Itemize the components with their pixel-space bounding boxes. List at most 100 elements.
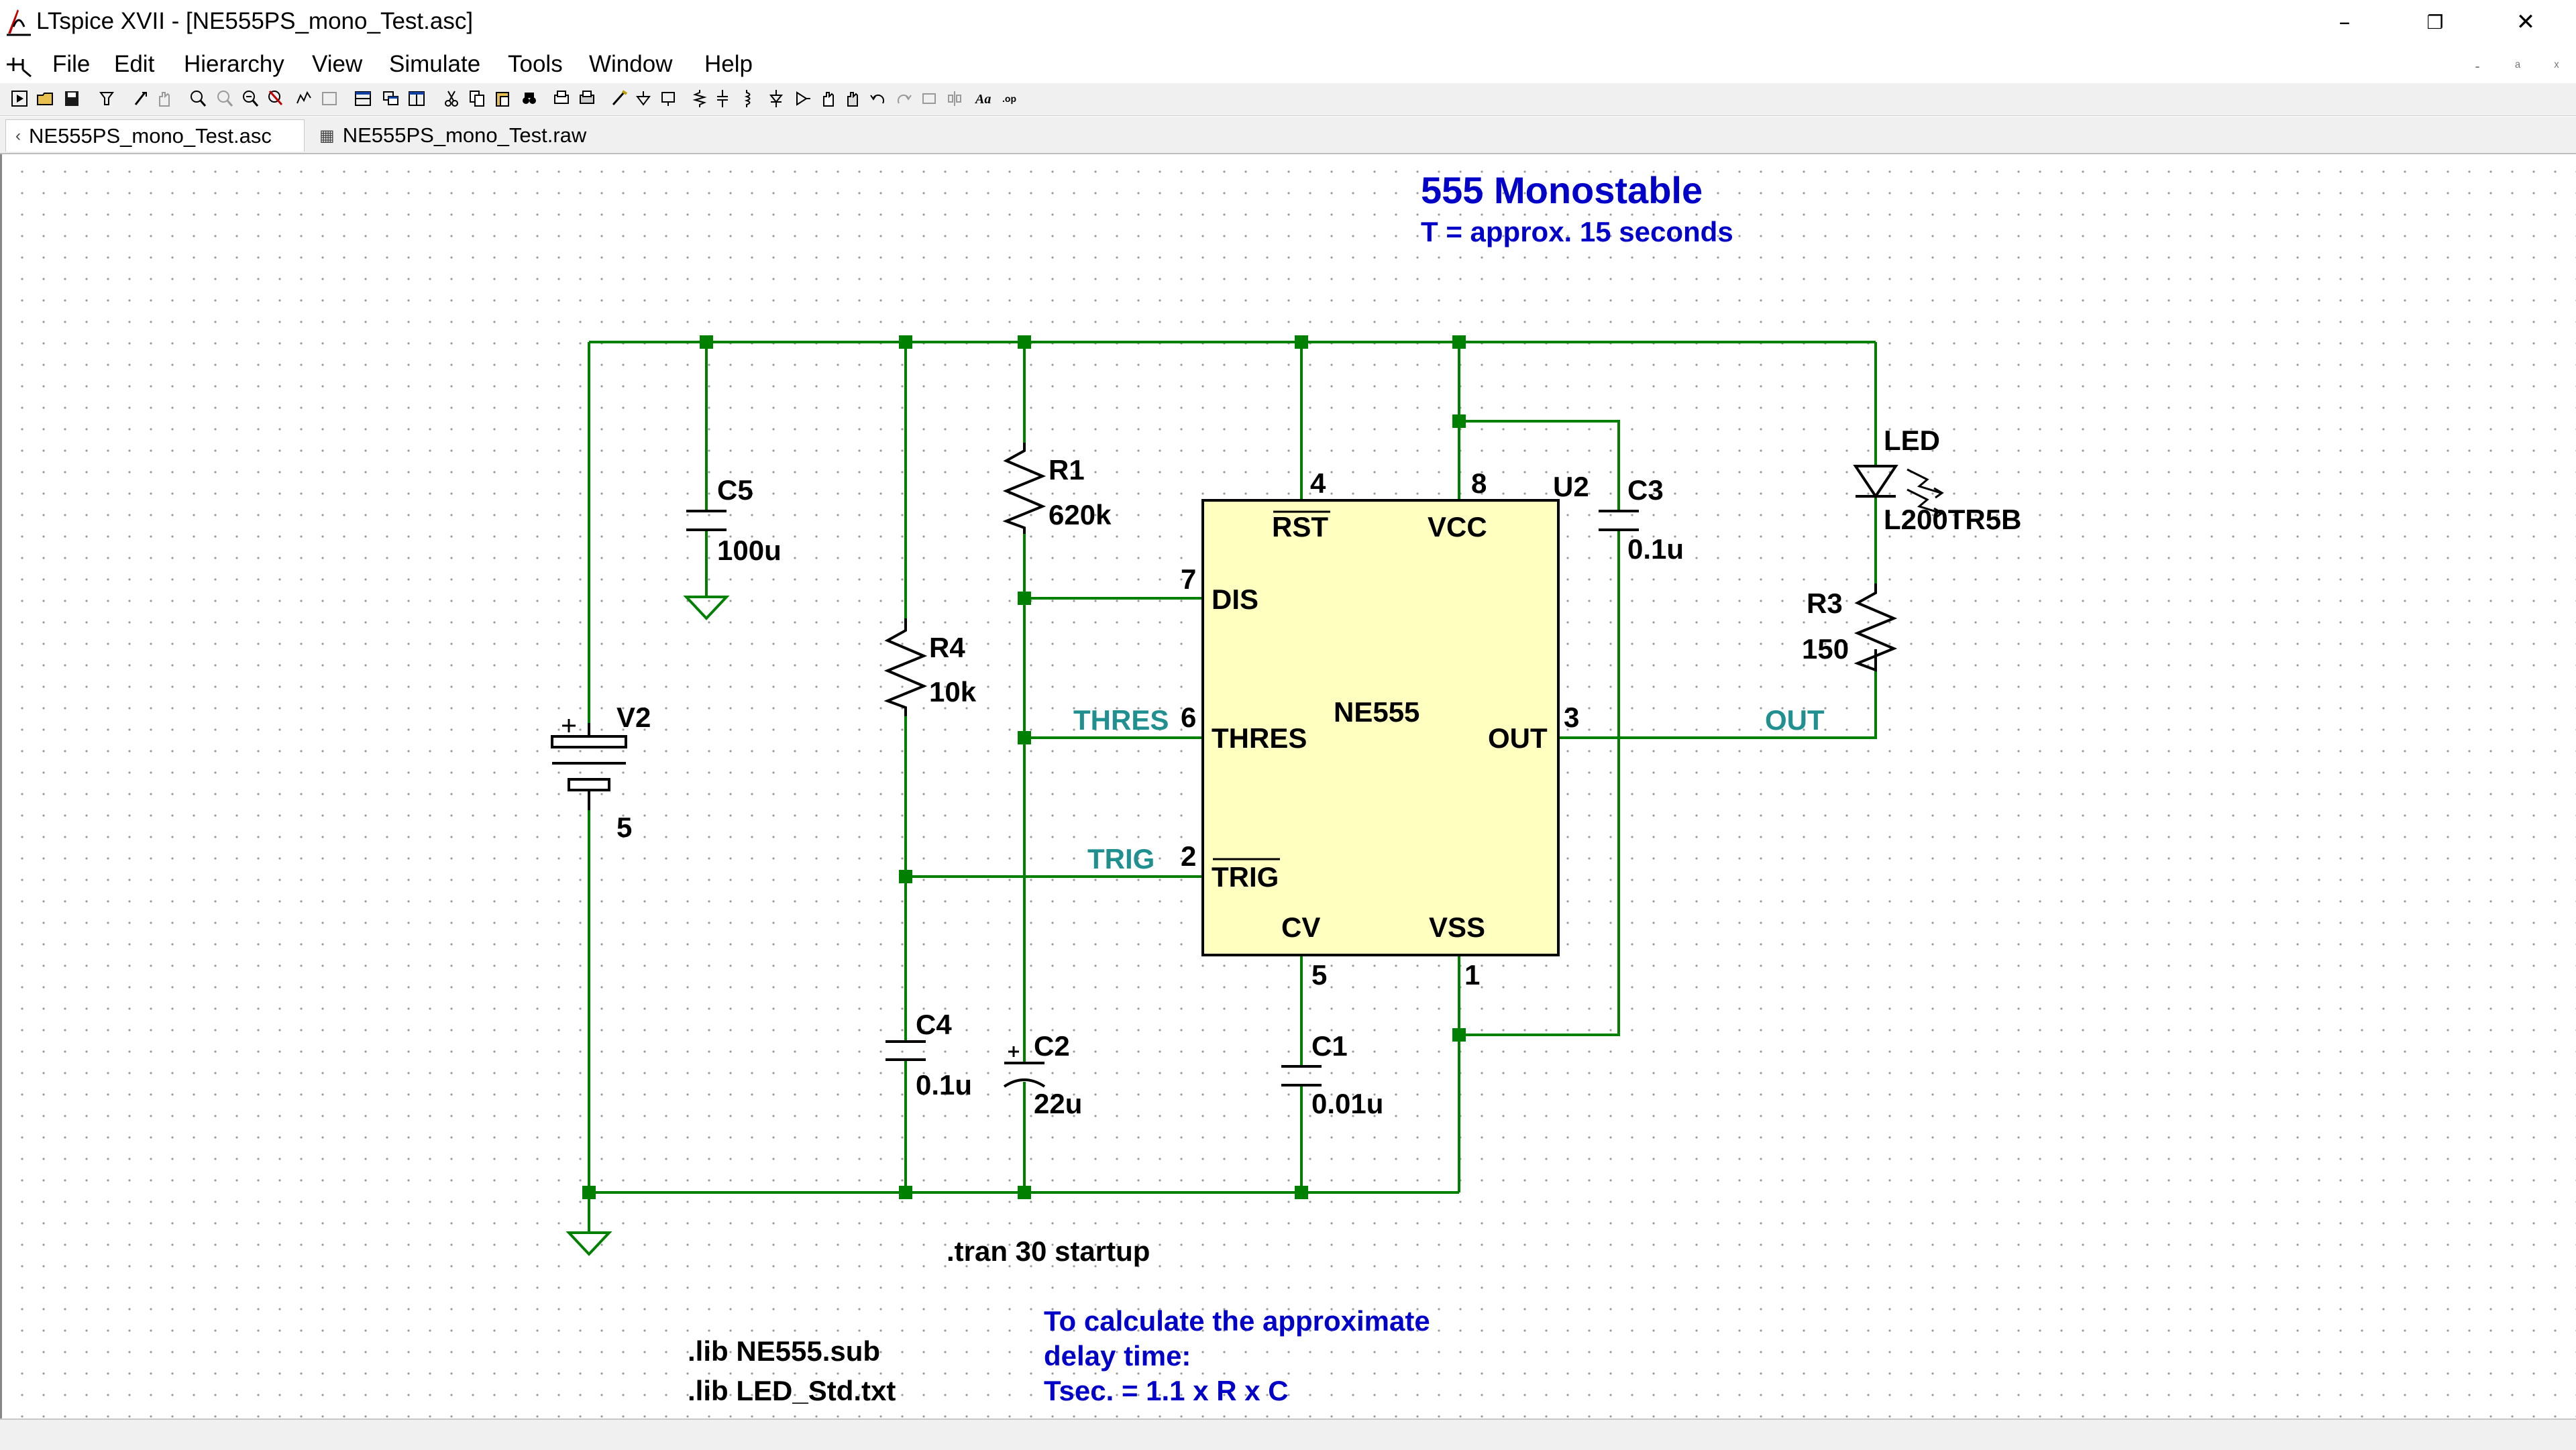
r4-ref-label: R4 bbox=[929, 632, 965, 663]
schematic-drawing: 555 Monostable T = approx. 15 seconds U2… bbox=[551, 169, 2021, 1406]
cascade-icon[interactable] bbox=[382, 89, 400, 109]
capacitor-c3[interactable] bbox=[1599, 510, 1639, 531]
status-bar bbox=[0, 1418, 2576, 1450]
restore-button[interactable]: ❐ bbox=[2426, 11, 2444, 34]
drag-icon[interactable] bbox=[844, 89, 861, 109]
ltspice-app-icon bbox=[7, 9, 31, 36]
close-button[interactable]: ✕ bbox=[2516, 9, 2536, 36]
resistor-icon[interactable] bbox=[691, 89, 708, 109]
rotate-icon[interactable] bbox=[920, 89, 938, 109]
c1-ref-label: C1 bbox=[1311, 1030, 1348, 1062]
open-folder-icon[interactable] bbox=[36, 89, 54, 109]
note-line-1: To calculate the approximate bbox=[1044, 1305, 1430, 1337]
diode-icon[interactable] bbox=[767, 89, 785, 109]
mirror-icon[interactable] bbox=[946, 89, 963, 109]
tab-label: NE555PS_mono_Test.asc bbox=[29, 123, 272, 148]
r3-value-label: 150 bbox=[1802, 633, 1849, 665]
v2-ref-label: V2 bbox=[616, 702, 651, 733]
pin-5-number: 5 bbox=[1311, 959, 1327, 991]
run-icon[interactable] bbox=[11, 89, 28, 109]
menu-edit[interactable]: Edit bbox=[114, 51, 155, 77]
print-preview-icon[interactable] bbox=[553, 89, 570, 109]
inductor-icon[interactable] bbox=[738, 89, 755, 109]
net-label-thres: THRES bbox=[1073, 704, 1169, 736]
waveform-view-icon[interactable] bbox=[321, 89, 338, 109]
tran-directive: .tran 30 startup bbox=[947, 1235, 1150, 1267]
schematic-canvas[interactable]: 555 Monostable T = approx. 15 seconds U2… bbox=[0, 154, 2576, 1418]
pin-vcc-label: VCC bbox=[1428, 511, 1487, 543]
mdi-restore-button[interactable]: ᵃ bbox=[2514, 58, 2521, 74]
pin-out-label: OUT bbox=[1488, 722, 1548, 754]
menu-tools[interactable]: Tools bbox=[508, 51, 563, 77]
text-icon[interactable]: Aa bbox=[974, 89, 996, 109]
menu-view[interactable]: View bbox=[312, 51, 363, 77]
pin-3-number: 3 bbox=[1564, 702, 1579, 733]
window-title: LTspice XVII - [NE555PS_mono_Test.asc] bbox=[36, 8, 474, 34]
spice-directive-icon[interactable]: .op bbox=[1001, 89, 1018, 109]
capacitor-icon[interactable] bbox=[714, 89, 731, 109]
system-menu-icon[interactable] bbox=[4, 50, 34, 79]
menu-window[interactable]: Window bbox=[589, 51, 673, 77]
pan-hand-icon[interactable] bbox=[156, 89, 173, 109]
pin-trig-label: TRIG bbox=[1212, 861, 1279, 893]
tab-schematic[interactable]: ‹ NE555PS_mono_Test.asc bbox=[5, 119, 305, 152]
c2-value-label: 22u bbox=[1034, 1088, 1082, 1119]
zoom-cancel-icon[interactable] bbox=[267, 89, 284, 109]
control-panel-icon[interactable] bbox=[98, 89, 115, 109]
find-icon[interactable] bbox=[521, 89, 538, 109]
capacitor-c5[interactable] bbox=[686, 510, 727, 531]
component-icon[interactable] bbox=[794, 89, 812, 109]
voltage-source-v2[interactable] bbox=[551, 719, 627, 810]
paste-icon[interactable] bbox=[494, 89, 511, 109]
tile-vertical-icon[interactable] bbox=[408, 89, 425, 109]
pin-2-number: 2 bbox=[1181, 840, 1196, 872]
mdi-close-button[interactable]: ˣ bbox=[2554, 58, 2559, 74]
autorange-icon[interactable] bbox=[295, 89, 313, 109]
ic-ne555[interactable] bbox=[1201, 499, 1560, 956]
pin-dis-label: DIS bbox=[1212, 583, 1258, 615]
lib-directive-led: .lib LED_Std.txt bbox=[688, 1375, 896, 1406]
pin-rst-label: RST bbox=[1272, 511, 1328, 543]
print-icon[interactable] bbox=[578, 89, 596, 109]
halt-icon[interactable] bbox=[131, 89, 149, 109]
c5-ref-label: C5 bbox=[717, 474, 753, 506]
zoom-full-icon[interactable] bbox=[216, 89, 233, 109]
schematic-subheading: T = approx. 15 seconds bbox=[1421, 216, 1733, 247]
resistor-r1[interactable] bbox=[1002, 443, 1046, 534]
r1-ref-label: R1 bbox=[1049, 454, 1085, 486]
move-hand-icon[interactable] bbox=[820, 89, 837, 109]
redo-icon[interactable] bbox=[895, 89, 912, 109]
draw-wire-icon[interactable] bbox=[610, 89, 628, 109]
zoom-in-icon[interactable] bbox=[189, 89, 207, 109]
undo-icon[interactable] bbox=[869, 89, 887, 109]
tab-waveform[interactable]: ▦ NE555PS_mono_Test.raw bbox=[310, 119, 605, 152]
minimize-button[interactable]: – bbox=[2339, 9, 2351, 36]
led-diode[interactable] bbox=[1853, 465, 1944, 519]
title-bar: LTspice XVII - [NE555PS_mono_Test.asc] –… bbox=[0, 0, 2576, 44]
r3-ref-label: R3 bbox=[1807, 588, 1843, 619]
cut-icon[interactable] bbox=[443, 89, 460, 109]
capacitor-c1[interactable] bbox=[1281, 1065, 1322, 1086]
menu-hierarchy[interactable]: Hierarchy bbox=[184, 51, 284, 77]
ground-icon[interactable] bbox=[635, 89, 652, 109]
c4-value-label: 0.1u bbox=[916, 1069, 972, 1101]
label-net-icon[interactable] bbox=[660, 89, 678, 109]
pin-thres-label: THRES bbox=[1212, 722, 1307, 754]
zoom-out-icon[interactable] bbox=[241, 89, 259, 109]
c1-value-label: 0.01u bbox=[1311, 1088, 1383, 1119]
tile-horizontal-icon[interactable] bbox=[354, 89, 372, 109]
copy-icon[interactable] bbox=[468, 89, 486, 109]
menu-help[interactable]: Help bbox=[704, 51, 753, 77]
resistor-r4[interactable] bbox=[883, 618, 928, 716]
capacitor-c2[interactable] bbox=[1003, 1046, 1046, 1088]
menu-file[interactable]: File bbox=[52, 51, 91, 77]
menu-simulate[interactable]: Simulate bbox=[389, 51, 481, 77]
resistor-r3[interactable] bbox=[1854, 583, 1898, 672]
capacitor-c4[interactable] bbox=[885, 1040, 926, 1061]
mdi-minimize-button[interactable]: - bbox=[2475, 58, 2480, 74]
r1-value-label: 620k bbox=[1049, 499, 1112, 531]
ground-symbol bbox=[566, 1231, 612, 1256]
save-icon[interactable] bbox=[63, 89, 80, 109]
pin-6-number: 6 bbox=[1181, 702, 1196, 733]
c3-ref-label: C3 bbox=[1627, 474, 1664, 506]
